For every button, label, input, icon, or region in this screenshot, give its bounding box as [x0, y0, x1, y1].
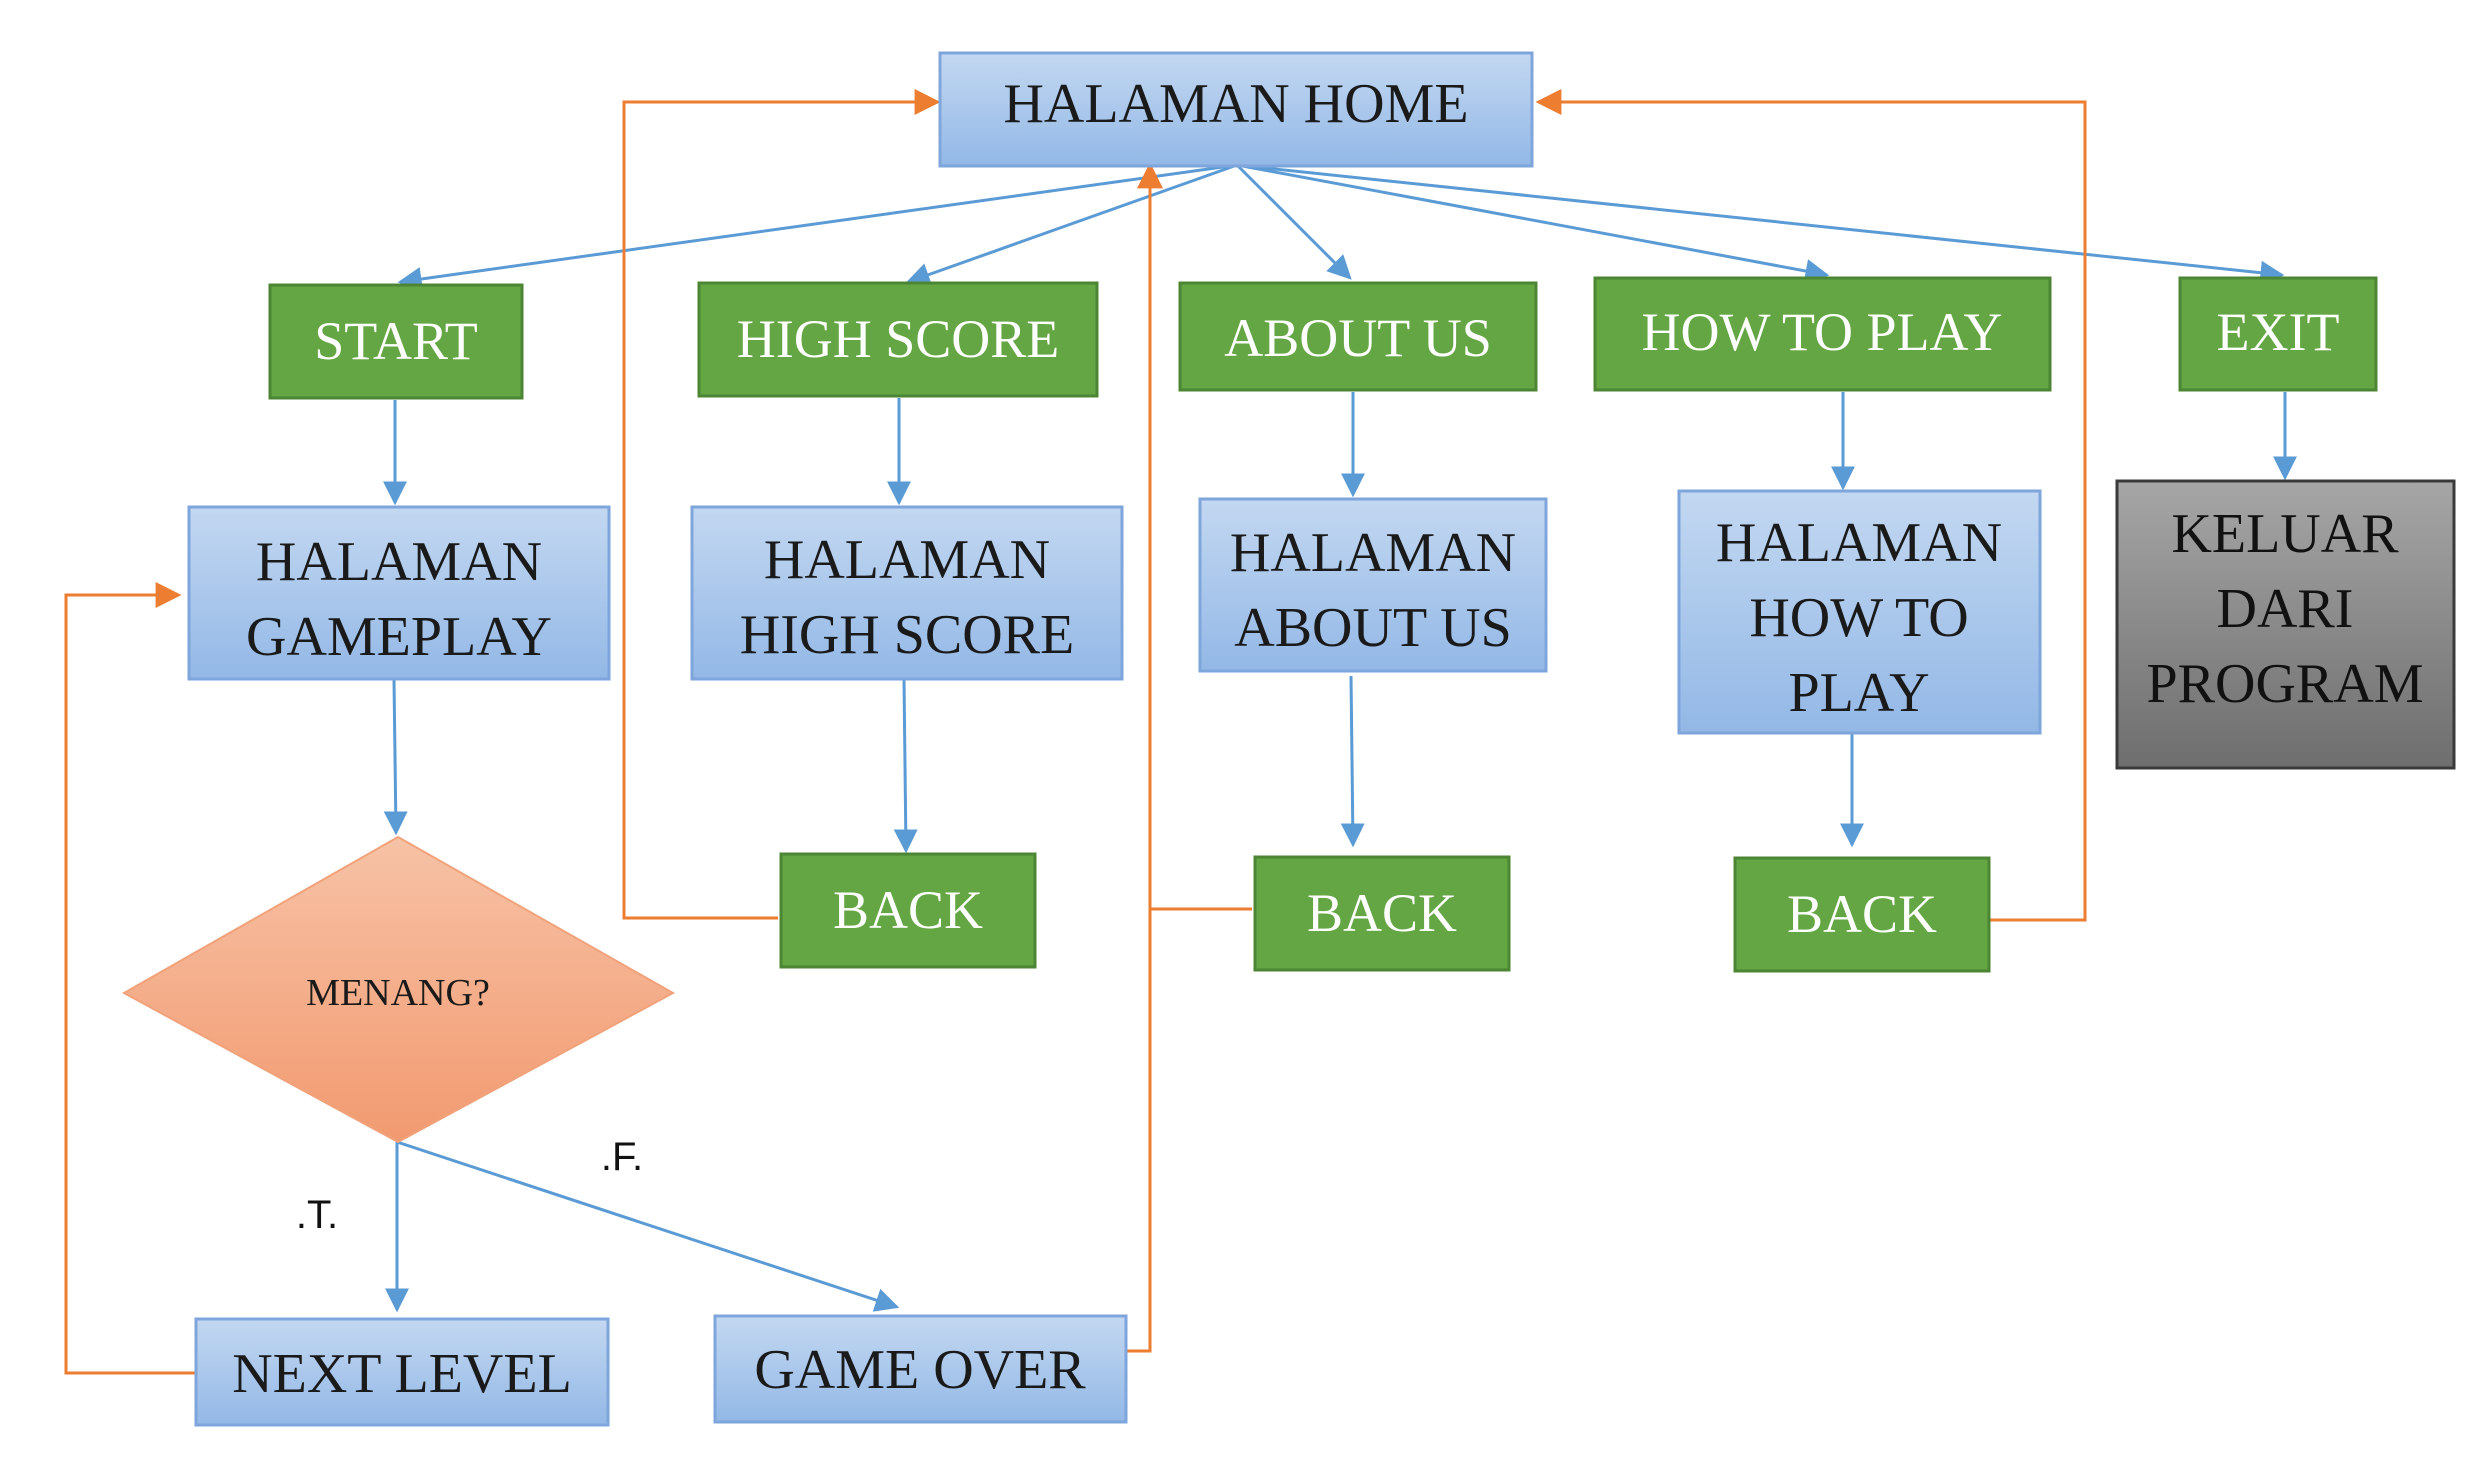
node-halaman-about-us-line-2: ABOUT US [1234, 597, 1511, 659]
node-how-to-play: HOW TO PLAY [1593, 276, 2052, 392]
arrow-home-to-exit [1236, 163, 2285, 285]
node-keluar-dari-program: KELUAR DARI PROGRAM [2115, 479, 2456, 770]
node-halaman-gameplay-line-2: GAMEPLAY [246, 606, 552, 668]
node-start: START [268, 283, 524, 400]
node-next-level-label: NEXT LEVEL [232, 1343, 572, 1405]
node-back-high-score-label: BACK [833, 880, 983, 940]
node-keluar-line-3: PROGRAM [2147, 653, 2424, 715]
node-back-high-score: BACK [779, 852, 1037, 969]
node-back-about-us: BACK [1253, 855, 1511, 972]
arrow-game-over-to-home [1125, 909, 1152, 1353]
node-halaman-home: HALAMAN HOME [938, 51, 1534, 168]
node-halaman-about-us: HALAMAN ABOUT US [1198, 497, 1548, 673]
arrow-back-high-score-to-home [622, 89, 941, 920]
arrow-home-to-about-us [1235, 163, 1352, 280]
node-menang-decision: MENANG? [121, 835, 676, 1144]
node-high-score: HIGH SCORE [697, 281, 1099, 398]
label-true-branch: .T. [296, 1193, 338, 1237]
arrow-next-level-to-gameplay [64, 582, 196, 1375]
node-halaman-how-to-play-line-3: PLAY [1788, 662, 1929, 724]
node-halaman-gameplay: HALAMAN GAMEPLAY [187, 505, 611, 681]
node-game-over: GAME OVER [713, 1314, 1128, 1424]
arrow-menang-to-game-over [396, 1140, 900, 1312]
arrow-back-how-to-play-to-home [1535, 89, 2087, 922]
node-halaman-high-score: HALAMAN HIGH SCORE [690, 505, 1124, 681]
arrow-gameplay-to-menang [383, 679, 408, 836]
node-halaman-how-to-play: HALAMAN HOW TO PLAY [1677, 489, 2042, 735]
node-high-score-label: HIGH SCORE [737, 309, 1060, 369]
node-halaman-home-label: HALAMAN HOME [1003, 73, 1468, 135]
node-back-how-to-play: BACK [1733, 856, 1991, 973]
arrow-home-to-how-to-play [1236, 163, 1830, 283]
node-back-how-to-play-label: BACK [1787, 884, 1937, 944]
node-halaman-about-us-line-1: HALAMAN [1230, 522, 1516, 584]
node-exit: EXIT [2178, 276, 2378, 392]
connectors [64, 89, 2297, 1375]
node-next-level: NEXT LEVEL [194, 1317, 610, 1427]
node-halaman-how-to-play-line-1: HALAMAN [1716, 512, 2002, 574]
node-game-over-label: GAME OVER [754, 1339, 1086, 1401]
node-back-about-us-label: BACK [1307, 883, 1457, 943]
label-false-branch: .F. [601, 1135, 643, 1179]
node-menang-label: MENANG? [306, 972, 490, 1014]
arrow-home-to-start [397, 163, 1238, 291]
node-halaman-gameplay-line-1: HALAMAN [256, 531, 542, 593]
node-how-to-play-label: HOW TO PLAY [1641, 302, 2002, 362]
node-keluar-line-1: KELUAR [2171, 503, 2399, 565]
arrow-home-to-high-score [905, 163, 1238, 287]
arrow-halaman-about-us-to-back [1340, 675, 1365, 848]
node-halaman-high-score-line-1: HALAMAN [764, 529, 1050, 591]
node-about-us: ABOUT US [1178, 281, 1538, 392]
node-halaman-high-score-line-2: HIGH SCORE [740, 604, 1074, 666]
node-exit-label: EXIT [2217, 302, 2340, 362]
node-halaman-how-to-play-line-2: HOW TO [1749, 587, 1968, 649]
node-about-us-label: ABOUT US [1224, 308, 1492, 368]
arrow-halaman-high-score-to-back [893, 679, 918, 854]
node-start-label: START [314, 311, 477, 371]
node-keluar-line-2: DARI [2217, 578, 2354, 640]
